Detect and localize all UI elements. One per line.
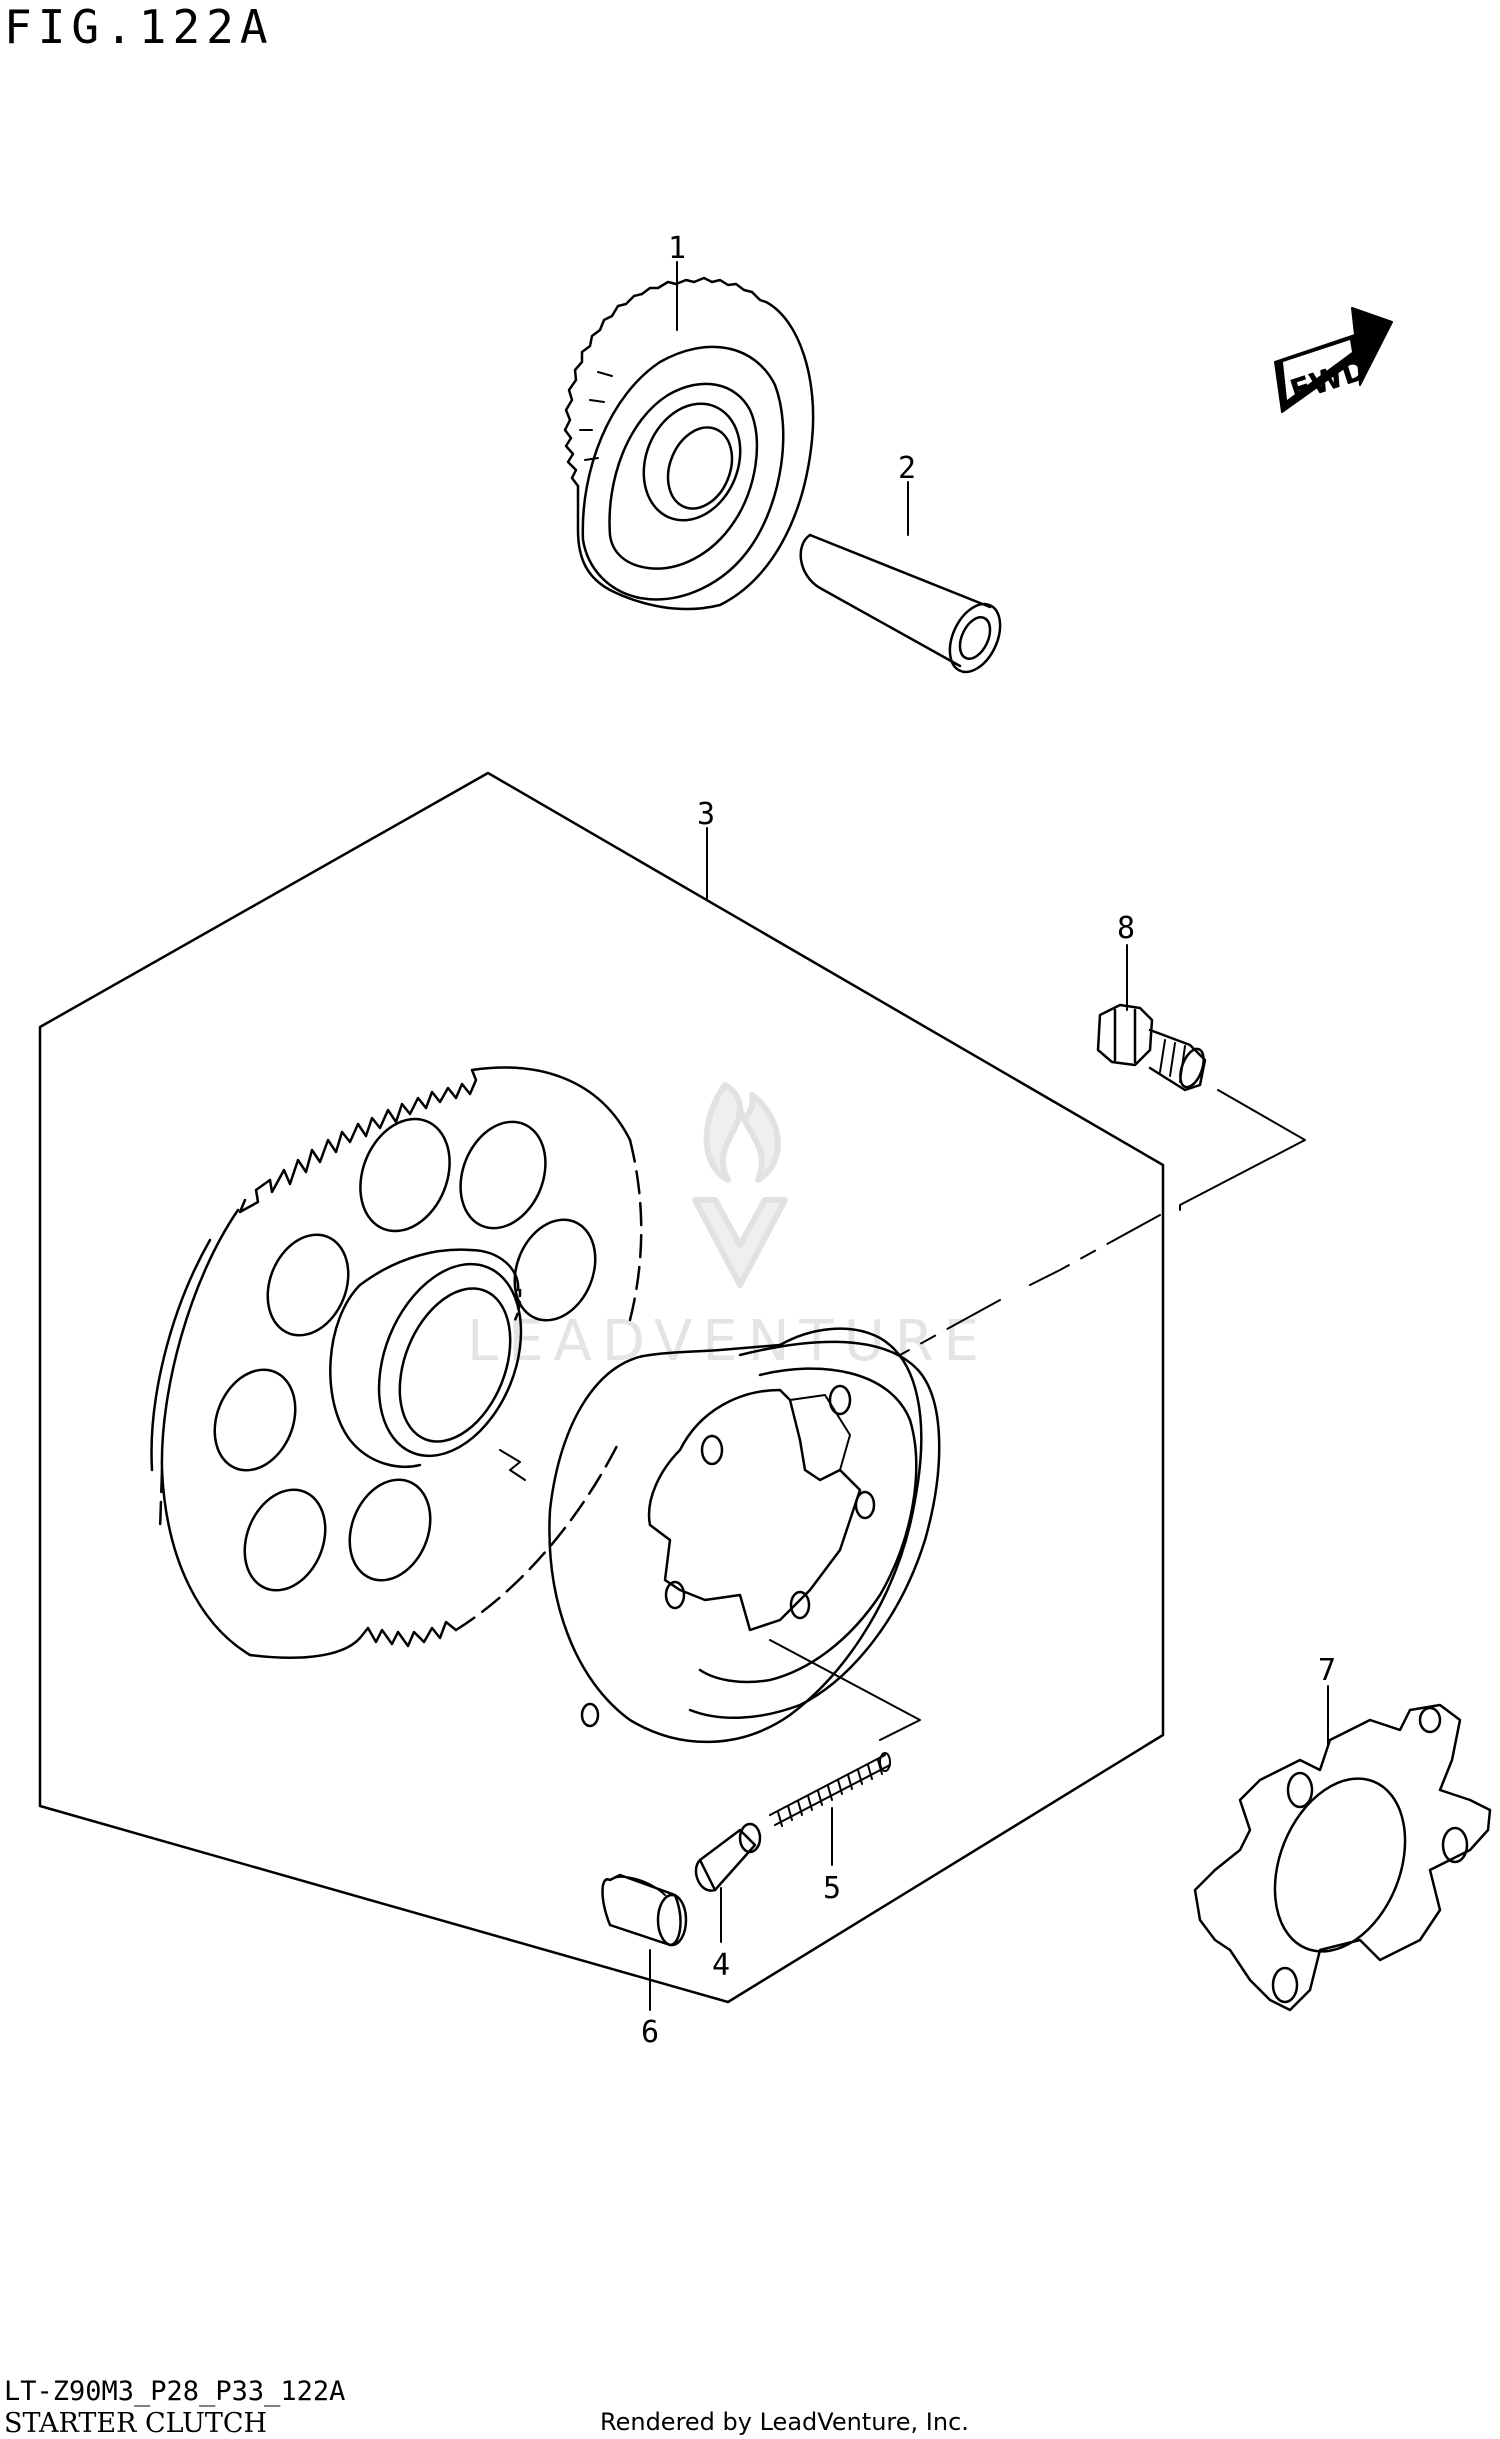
part-7-clutch-plate xyxy=(1193,1703,1492,2012)
leader-8 xyxy=(1179,1089,1306,1211)
callout-2: 2 xyxy=(898,451,916,486)
callout-7: 7 xyxy=(1318,1653,1336,1688)
part-1-starter-idle-gear xyxy=(563,276,815,611)
callout-6: 6 xyxy=(641,2015,659,2050)
model-code: LT-Z90M3_P28_P33_122A xyxy=(4,2376,346,2407)
starter-clutch-gear xyxy=(150,1066,643,1659)
watermark: LEADVENTURE xyxy=(467,1082,979,1374)
one-way-clutch-housing xyxy=(548,1327,941,1744)
part-5-spring xyxy=(769,1752,891,1827)
part-2-idle-gear-shaft xyxy=(799,533,1002,674)
callout-5: 5 xyxy=(823,1871,841,1906)
part-8-bolt xyxy=(1096,1003,1207,1092)
rendered-by-credit: Rendered by LeadVenture, Inc. xyxy=(600,2408,969,2436)
callout-4: 4 xyxy=(712,1948,730,1983)
leader-5 xyxy=(769,1639,921,1741)
callout-8: 8 xyxy=(1117,911,1135,946)
callout-3: 3 xyxy=(697,797,715,832)
figure-title: FIG.122A xyxy=(4,0,274,54)
part-4-roller-pin xyxy=(694,1822,762,1892)
fwd-direction-badge: FWD xyxy=(1274,307,1393,413)
section-title: STARTER CLUTCH xyxy=(4,2408,268,2439)
leadventure-flame-logo xyxy=(692,1082,788,1288)
callout-1: 1 xyxy=(668,231,686,266)
leader-8-dashed xyxy=(899,1214,1161,1356)
part-3-assembly-box xyxy=(38,771,1165,2004)
part-6-roller xyxy=(601,1873,688,1947)
